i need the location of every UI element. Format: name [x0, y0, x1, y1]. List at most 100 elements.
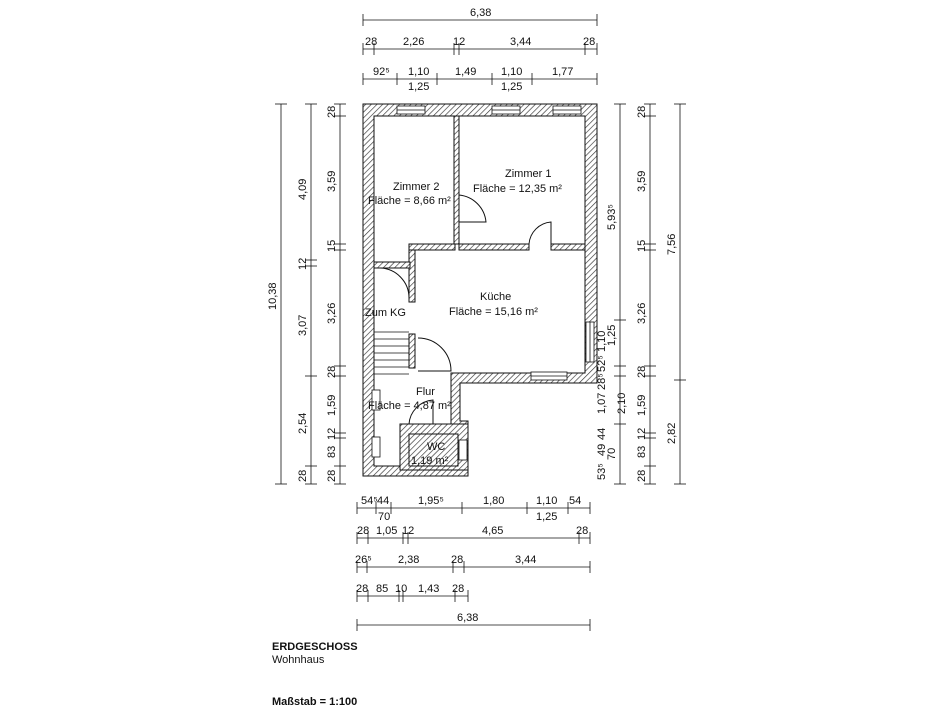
room-area-zimmer2: Fläche = 8,66 m²	[368, 195, 451, 207]
dim-label: 44	[377, 495, 389, 507]
partition-flur-kueche-low	[408, 333, 416, 369]
dim-label: 26⁵	[355, 554, 372, 566]
left-dimensions	[275, 103, 346, 485]
dim-label: 1,10	[501, 66, 522, 78]
dim-label: 4,65	[482, 525, 503, 537]
walls	[362, 103, 598, 477]
dim-label: 54	[569, 495, 581, 507]
dim-label: 54⁵	[361, 495, 378, 507]
dim-label: 28	[356, 583, 368, 595]
dim-label: 10	[395, 583, 407, 595]
dim-label: 1,25	[536, 511, 557, 523]
dim-label: 3,44	[515, 554, 536, 566]
dim-label: 44	[596, 428, 608, 440]
dim-label: 1,80	[483, 495, 504, 507]
dim-label: 2,82	[666, 423, 678, 444]
outer-wall	[362, 103, 598, 477]
dim-label: 28	[297, 470, 309, 482]
dim-label: 28	[583, 36, 595, 48]
dim-label: 28	[636, 366, 648, 378]
dim-label: 1,49	[455, 66, 476, 78]
dim-label: 1,77	[552, 66, 573, 78]
dim-label: 6,38	[457, 612, 478, 624]
right-dimension-labels: 5,93⁵ 1,25 1,10 52⁵ 28⁵ 1,07 44 49 53⁵ 7…	[596, 106, 678, 482]
door-swing	[458, 194, 487, 223]
dim-label: 15	[636, 240, 648, 252]
dim-label: 1,59	[636, 395, 648, 416]
dim-label: 2,54	[297, 413, 309, 434]
dim-label: 1,07	[596, 393, 608, 414]
top-dimension-labels: 6,38 28 2,26 12 3,44 28 92⁵ 1,10 1,49 1,…	[365, 7, 595, 93]
dim-label: 28	[326, 470, 338, 482]
dim-label: 6,38	[470, 7, 491, 19]
dim-label: 10,38	[267, 282, 279, 310]
dim-label: 1,95⁵	[418, 495, 444, 507]
building-name: Wohnhaus	[272, 654, 325, 666]
scale-label: Maßstab = 1:100	[272, 696, 358, 708]
room-area-kueche: Fläche = 15,16 m²	[449, 306, 538, 318]
dim-label: 3,44	[510, 36, 531, 48]
right-dimensions	[614, 103, 686, 485]
dim-label: 7,56	[666, 234, 678, 255]
dim-label: 1,10	[408, 66, 429, 78]
dim-label: 28	[451, 554, 463, 566]
dim-label: 12	[453, 36, 465, 48]
dim-label: 28	[576, 525, 588, 537]
dim-label: 3,59	[636, 171, 648, 192]
dim-label: 1,25	[408, 81, 429, 93]
dim-label: 1,10	[536, 495, 557, 507]
dim-label: 70	[378, 511, 390, 523]
dim-label: 2,10	[616, 393, 628, 414]
dim-label: 28⁵	[596, 373, 608, 390]
dim-label: 28	[452, 583, 464, 595]
dim-label: 3,26	[326, 303, 338, 324]
room-area-wc: 1,19 m²	[411, 455, 449, 467]
dim-label: 1,59	[326, 395, 338, 416]
dim-label: 12	[326, 428, 338, 440]
dim-label: 52⁵	[596, 355, 608, 372]
dim-label: 28	[326, 366, 338, 378]
dim-label: 1,25	[501, 81, 522, 93]
dim-label: 92⁵	[373, 66, 390, 78]
dim-label: 1,10	[596, 331, 608, 352]
floor-title: ERDGESCHOSS	[272, 641, 358, 653]
room-name-zum-kg: Zum KG	[365, 307, 406, 319]
door-swing	[408, 399, 434, 425]
dim-label: 28	[365, 36, 377, 48]
dim-label: 3,26	[636, 303, 648, 324]
dim-label: 28	[326, 106, 338, 118]
room-area-zimmer1: Fläche = 12,35 m²	[473, 183, 562, 195]
room-area-flur: Fläche = 4,87 m²	[368, 400, 451, 412]
partition-kueche-top-right	[458, 243, 530, 251]
dim-label: 12	[297, 258, 309, 270]
door-swing	[528, 221, 552, 245]
dim-label: 15	[326, 240, 338, 252]
wc-wall	[399, 423, 469, 471]
dim-label: 85	[376, 583, 388, 595]
partition-stair	[373, 261, 411, 269]
left-dimension-labels: 10,38 4,09 12 3,07 2,54 28 28 3,59 15 3,…	[267, 106, 338, 482]
window	[458, 439, 468, 461]
room-labels: Zimmer 2 Fläche = 8,66 m² Zimmer 1 Fläch…	[365, 168, 562, 467]
dim-label: 4,09	[297, 179, 309, 200]
partition-flur-kueche	[408, 249, 416, 303]
room-name-kueche: Küche	[480, 291, 511, 303]
dim-label: 28	[636, 470, 648, 482]
dim-label: 28	[636, 106, 648, 118]
dim-label: 83	[636, 446, 648, 458]
bottom-dimension-labels: 54⁵ 44 1,95⁵ 1,80 1,10 54 70 1,25 28 1,0…	[355, 495, 588, 624]
dim-label: 5,93⁵	[606, 204, 618, 230]
bottom-dimensions	[356, 502, 591, 631]
dim-label: 3,59	[326, 171, 338, 192]
door-swing	[379, 267, 410, 299]
dim-label: 2,26	[403, 36, 424, 48]
dim-label: 3,07	[297, 315, 309, 336]
doors	[379, 194, 552, 425]
stairs	[374, 331, 409, 375]
partition-kueche-top-left	[408, 243, 456, 251]
partition-zimmer	[453, 115, 460, 245]
dim-label: 12	[636, 428, 648, 440]
door-swing	[417, 337, 452, 372]
dim-label: 2,38	[398, 554, 419, 566]
